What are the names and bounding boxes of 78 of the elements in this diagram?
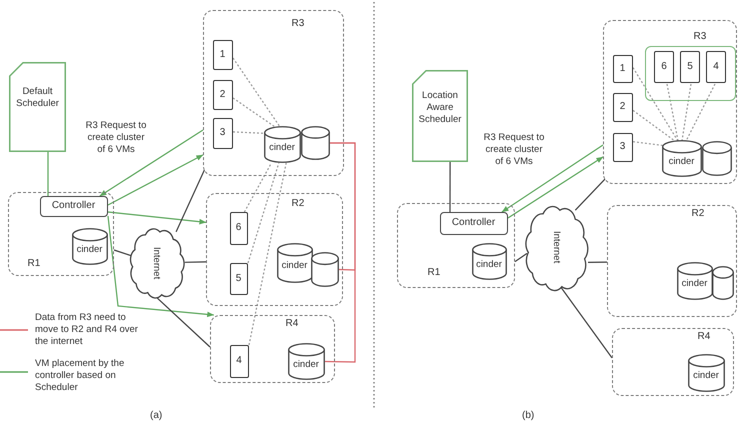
arrow xyxy=(107,216,214,318)
dotted-line xyxy=(244,162,272,212)
arrow xyxy=(502,144,604,212)
vm-instance-box: 5 xyxy=(230,262,248,294)
connector-line xyxy=(560,287,612,358)
vm-instance-box: 5 xyxy=(680,51,700,83)
dotted-line xyxy=(681,84,692,141)
connector-line xyxy=(184,261,206,263)
region-box xyxy=(603,20,737,184)
region-label: R3 xyxy=(292,18,304,30)
dotted-line xyxy=(666,84,679,141)
panel-caption: (a) xyxy=(150,410,162,422)
region-label: R2 xyxy=(692,208,704,220)
internet-cloud: Internet xyxy=(128,226,186,300)
connector-line xyxy=(156,297,210,348)
connector-line xyxy=(574,178,606,211)
database-cylinder: cinder xyxy=(662,140,702,176)
legend-text: Data from R3 need to move to R2 and R4 over the internet xyxy=(35,312,139,348)
database-cylinder: cinder xyxy=(688,354,724,392)
legend-text: VM placement by the controller based on Scheduler xyxy=(35,358,126,394)
vm-instance-box: 4 xyxy=(706,51,726,83)
database-cylinder: cinder xyxy=(72,228,108,264)
database-cylinder: cinder xyxy=(472,242,506,280)
vm-instance-box: 6 xyxy=(230,212,248,244)
vm-instance-box: 3 xyxy=(212,118,232,148)
controller-box: Controller xyxy=(40,196,108,216)
dotted-line xyxy=(632,141,664,146)
database-cylinder: cinder xyxy=(276,242,312,282)
connector-line xyxy=(588,262,608,263)
arrow xyxy=(108,154,204,206)
region-box xyxy=(8,192,114,276)
database-cylinder: cinder xyxy=(676,262,712,300)
arrow xyxy=(108,211,206,224)
region-label: R2 xyxy=(292,198,304,210)
dotted-line xyxy=(232,131,266,134)
database-cylinder: cinder xyxy=(288,342,324,380)
vm-instance-box: 1 xyxy=(612,54,632,82)
database-cylinder: cinder xyxy=(264,126,300,162)
region-label: R4 xyxy=(286,318,298,330)
vm-instance-box: 6 xyxy=(654,51,674,83)
database-cylinder xyxy=(712,266,734,300)
dotted-line xyxy=(632,67,679,142)
dotted-line xyxy=(248,162,287,346)
region-box xyxy=(210,315,335,383)
vm-group-box xyxy=(644,46,736,100)
vm-instance-box: 2 xyxy=(612,92,632,122)
region-label: R1 xyxy=(428,266,440,278)
dotted-line xyxy=(247,162,280,264)
vm-instance-box: 2 xyxy=(212,80,232,110)
database-cylinder xyxy=(310,252,338,286)
arrow xyxy=(99,130,204,196)
region-box xyxy=(612,328,734,396)
region-box xyxy=(397,203,515,288)
connector-line xyxy=(114,249,132,256)
connector-line xyxy=(176,170,205,232)
arrow xyxy=(508,156,604,218)
region-label: R1 xyxy=(28,258,40,270)
dotted-line xyxy=(685,84,716,142)
vm-instance-box: 1 xyxy=(212,40,232,70)
region-box xyxy=(203,10,344,176)
region-label: R4 xyxy=(698,330,710,342)
controller-box: Controller xyxy=(440,212,508,234)
vm-instance-box: 3 xyxy=(612,132,632,162)
dotted-line xyxy=(632,110,676,142)
database-cylinder xyxy=(300,126,330,160)
connector-line xyxy=(514,252,528,262)
connector-line xyxy=(47,152,49,196)
region-label: R3 xyxy=(694,30,706,42)
scheduler-document: Default Scheduler xyxy=(9,62,66,152)
internet-cloud: Internet xyxy=(523,203,590,293)
region-box xyxy=(206,193,343,306)
panel-caption: (b) xyxy=(522,410,534,422)
scheduler-document: Location Aware Scheduler xyxy=(412,70,468,162)
connector-line xyxy=(324,142,356,363)
vm-instance-box: 4 xyxy=(230,344,248,378)
region-box xyxy=(607,205,737,317)
connector-line xyxy=(449,162,451,212)
database-cylinder xyxy=(702,140,732,176)
